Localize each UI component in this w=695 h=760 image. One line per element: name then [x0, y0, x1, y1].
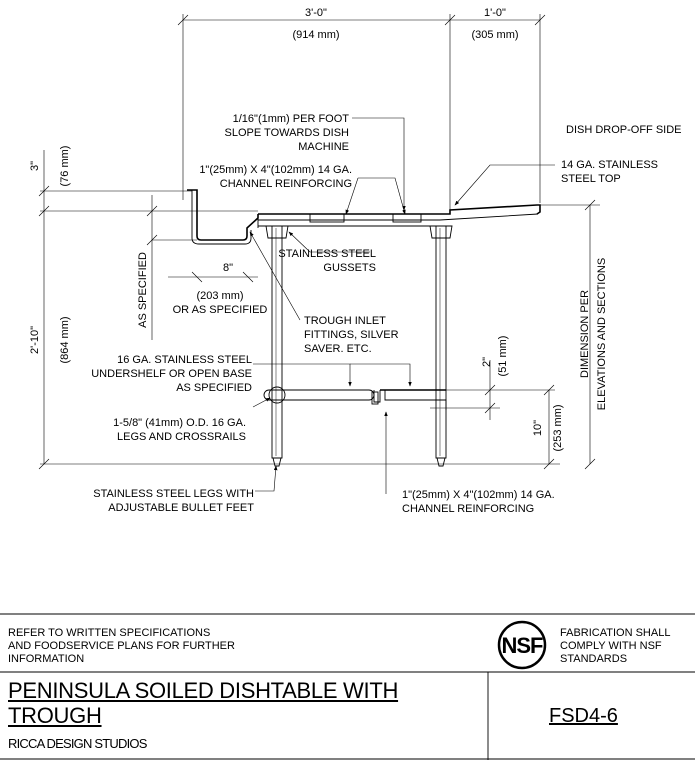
- dim-shelf-gap-mm: (51 mm): [497, 336, 509, 377]
- callout-channel-top: 1"(25mm) X 4"(102mm) 14 GA.CHANNEL REINF…: [199, 164, 352, 190]
- right-note-line1: DIMENSION PER: [579, 290, 591, 378]
- top-dimension-group: 3'-0" (914 mm) 1'-0" (305 mm): [177, 7, 546, 210]
- dim-splash: 3": [29, 161, 41, 171]
- callout-channel-bottom: 1"(25mm) X 4"(102mm) 14 GA.CHANNEL REINF…: [402, 489, 555, 515]
- dim-shelf-height: 10": [532, 420, 544, 436]
- dim-top-right-mm: (305 mm): [471, 29, 518, 41]
- left-dimension-group: 3" (76 mm) 2'-10" (864 mm) AS SPECIFIED …: [29, 146, 560, 470]
- right-dimension-group: DIMENSION PER ELEVATIONS AND SECTIONS 2"…: [430, 199, 608, 470]
- dim-trough-width: 8": [223, 262, 233, 274]
- dim-top-left-mm: (914 mm): [292, 29, 339, 41]
- refer-note: REFER TO WRITTEN SPECIFICATIONS AND FOOD…: [8, 627, 235, 665]
- dim-top-right: 1'-0": [484, 7, 506, 19]
- callout-dish-side: DISH DROP-OFF SIDE: [566, 124, 682, 136]
- dishtable-body: [187, 189, 541, 467]
- dim-trough-depth: AS SPECIFIED: [137, 252, 149, 328]
- nsf-logo: NSF: [502, 633, 544, 658]
- dim-trough-width-note: OR AS SPECIFIED: [173, 304, 268, 316]
- dim-splash-mm: (76 mm): [59, 146, 71, 187]
- right-note-line2: ELEVATIONS AND SECTIONS: [596, 258, 608, 410]
- dim-overall-height: 2'-10": [29, 326, 41, 354]
- dim-shelf-gap: 2": [481, 357, 493, 367]
- callout-legs: 1-5/8" (41mm) O.D. 16 GA.LEGS AND CROSSR…: [113, 417, 246, 443]
- nsf-note: FABRICATION SHALL COMPLY WITH NSF STANDA…: [560, 627, 671, 665]
- leader-lines: [249, 117, 555, 494]
- drawing-title: PENINSULA SOILED DISHTABLE WITH TROUGH: [8, 678, 399, 728]
- title-block-frame: NSF: [0, 613, 695, 760]
- nsf-logo-ring: [497, 620, 547, 670]
- studio-name: RICCA DESIGN STUDIOS: [8, 736, 147, 751]
- dim-top-left: 3'-0": [305, 7, 327, 19]
- drawing-number: FSD4-6: [549, 705, 618, 727]
- dim-shelf-height-mm: (253 mm): [552, 404, 564, 451]
- dim-trough-width-mm: (203 mm): [196, 290, 243, 302]
- dim-overall-height-mm: (864 mm): [59, 316, 71, 363]
